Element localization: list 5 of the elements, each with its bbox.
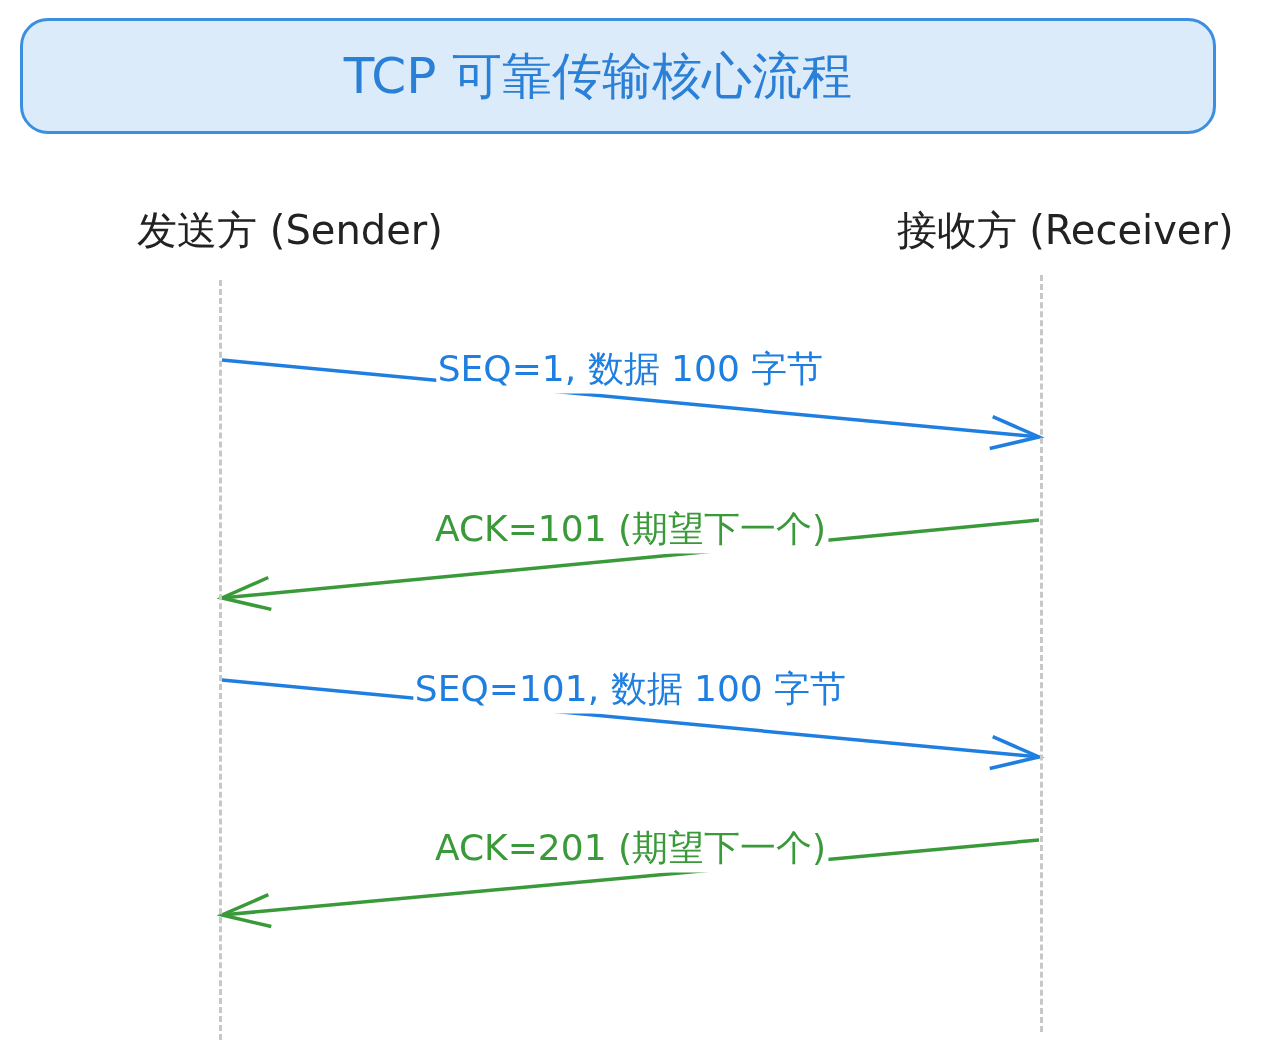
lifeline bbox=[1040, 275, 1043, 1032]
lifeline bbox=[219, 280, 222, 1040]
lifeline-header: 接收方 (Receiver) bbox=[896, 206, 1234, 255]
lifeline-header: 发送方 (Sender) bbox=[137, 206, 443, 255]
title-banner: TCP 可靠传输核心流程 bbox=[20, 18, 1216, 134]
